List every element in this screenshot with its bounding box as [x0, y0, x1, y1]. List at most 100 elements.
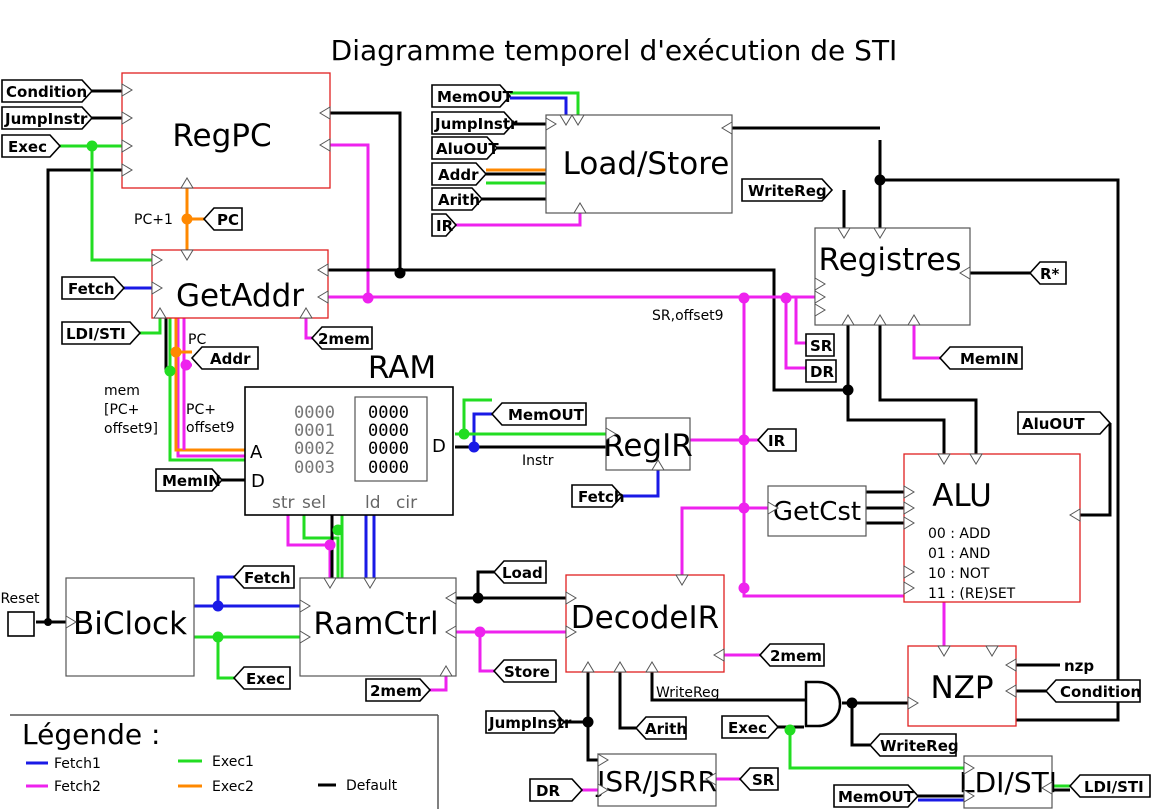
tag-jumpinstr-decode: JumpInstr: [485, 710, 572, 734]
ram-addr-0: 0000: [294, 403, 335, 423]
block-ram: RAM 0000 0001 0002 0003 0000 0000 0000 0…: [244, 350, 454, 516]
tag-jumpinstr-ls: JumpInstr: [431, 111, 518, 135]
getaddr-label: GetAddr: [176, 278, 304, 314]
svg-text:JumpInstr: JumpInstr: [434, 115, 518, 133]
ram-val-1: 0000: [368, 421, 409, 441]
label-mem-3: offset9]: [104, 421, 158, 437]
decodeir-label: DecodeIR: [571, 600, 719, 636]
svg-text:2mem: 2mem: [370, 682, 422, 700]
block-loadstore: Load/Store: [545, 114, 733, 214]
svg-text:Exec: Exec: [246, 670, 285, 688]
tag-2mem-getaddr: 2mem: [310, 326, 373, 350]
tag-exec-and: Exec: [721, 715, 780, 739]
ram-val-3: 0000: [368, 458, 409, 478]
label-mem-2: [PC+: [104, 402, 139, 418]
tag-memout-ls: MemOUT: [431, 84, 514, 108]
reset-label: Reset: [0, 591, 40, 607]
ram-port-clr: cir: [396, 493, 417, 513]
svg-text:MemIN: MemIN: [162, 472, 221, 490]
tag-sr-jsr: SR: [738, 767, 779, 791]
svg-text:DR: DR: [536, 782, 560, 800]
svg-text:AluOUT: AluOUT: [436, 140, 499, 158]
tag-jumpinstr: JumpInstr: [1, 106, 94, 130]
alu-op-3: 11 : (RE)SET: [928, 586, 1016, 602]
tag-memout-ram: MemOUT: [490, 402, 587, 426]
alu-op-0: 00 : ADD: [928, 526, 991, 542]
tag-memin-reg: MemIN: [938, 346, 1023, 370]
tag-store: Store: [492, 659, 557, 683]
tag-memout-ldisti: MemOUT: [833, 784, 920, 808]
tag-ir-regir: IR: [756, 428, 797, 452]
svg-text:R*: R*: [1040, 265, 1060, 283]
tag-sr-reg: SR: [805, 333, 835, 357]
tag-2mem-decode: 2mem: [758, 643, 825, 667]
tag-addr-ls: Addr: [431, 162, 488, 186]
regpc-label: RegPC: [172, 118, 271, 154]
svg-text:MemOUT: MemOUT: [437, 88, 514, 106]
ram-val-2: 0000: [368, 439, 409, 459]
block-decodeir: DecodeIR: [565, 574, 725, 673]
ram-addr-1: 0001: [294, 421, 335, 441]
and-gate: [804, 680, 842, 728]
legend-exec1: Exec1: [212, 754, 254, 770]
svg-text:JumpInstr: JumpInstr: [4, 110, 88, 128]
svg-text:MemOUT: MemOUT: [508, 406, 585, 424]
svg-text:PC: PC: [217, 211, 239, 229]
regir-label: RegIR: [603, 428, 693, 464]
block-ramctrl: RamCtrl: [299, 577, 457, 677]
registres-label: Registres: [818, 242, 961, 278]
block-jsr: JSR/JSRR: [595, 753, 717, 807]
ram-port-d-in: D: [251, 471, 265, 492]
svg-text:Exec: Exec: [8, 138, 47, 156]
tags: Condition JumpInstr Exec PC Fetch LDI/ST…: [1, 79, 1151, 808]
tag-ldisti-getaddr: LDI/STI: [61, 321, 142, 345]
svg-text:AluOUT: AluOUT: [1022, 415, 1085, 433]
label-pc: PC: [188, 332, 206, 348]
legend-fetch1: Fetch1: [54, 756, 101, 772]
label-pcoff-2: offset9: [186, 420, 235, 436]
svg-text:Exec: Exec: [728, 719, 767, 737]
svg-text:Addr: Addr: [438, 166, 479, 184]
getcst-label: GetCst: [773, 497, 861, 527]
ramctrl-label: RamCtrl: [313, 606, 438, 642]
tag-rstar: R*: [1028, 261, 1067, 285]
tag-ir-ls: IR: [431, 213, 458, 237]
ram-addr-3: 0003: [294, 458, 335, 478]
alu-label: ALU: [932, 478, 992, 514]
svg-text:MemIN: MemIN: [960, 350, 1019, 368]
tag-exec-clock: Exec: [232, 666, 291, 690]
svg-text:Fetch: Fetch: [244, 569, 291, 587]
junctions: [44, 140, 886, 736]
diagram-title: Diagramme temporel d'exécution de STI: [331, 34, 898, 67]
svg-text:Load: Load: [502, 564, 543, 582]
legend-title: Légende :: [22, 718, 160, 751]
svg-text:Fetch: Fetch: [578, 488, 625, 506]
tag-writereg-reg: WriteReg: [741, 178, 834, 202]
tag-exec: Exec: [1, 134, 62, 158]
label-instr: Instr: [522, 453, 554, 469]
wires: [36, 89, 1120, 802]
tag-fetch-regir: Fetch: [571, 484, 625, 508]
svg-text:LDI/STI: LDI/STI: [1084, 778, 1144, 796]
tag-memin-ram: MemIN: [155, 468, 224, 492]
label-nzp-out: nzp: [1064, 657, 1094, 675]
svg-text:IR: IR: [436, 217, 454, 235]
tag-aluout: AluOUT: [1017, 411, 1112, 435]
ldisti-label: LDI/STI: [959, 766, 1057, 799]
svg-text:2mem: 2mem: [770, 647, 822, 665]
label-mem-1: mem: [104, 383, 140, 399]
tag-writereg-and: WriteReg: [868, 733, 959, 757]
jsr-label: JSR/JSRR: [595, 765, 717, 798]
tag-condition: Condition: [1, 79, 94, 103]
ram-port-d-out: D: [432, 436, 446, 457]
svg-text:WriteReg: WriteReg: [748, 182, 827, 200]
svg-text:JumpInstr: JumpInstr: [488, 714, 572, 732]
svg-text:SR: SR: [810, 337, 833, 355]
svg-text:Addr: Addr: [210, 350, 251, 368]
tag-dr-jsr: DR: [529, 778, 584, 802]
tag-load: Load: [492, 560, 547, 584]
biclock-label: BiClock: [73, 606, 187, 642]
svg-text:SR: SR: [752, 771, 775, 789]
block-alu: ALU 00 : ADD 01 : AND 10 : NOT 11 : (RE)…: [903, 453, 1081, 603]
reset-input: Reset: [0, 591, 40, 637]
